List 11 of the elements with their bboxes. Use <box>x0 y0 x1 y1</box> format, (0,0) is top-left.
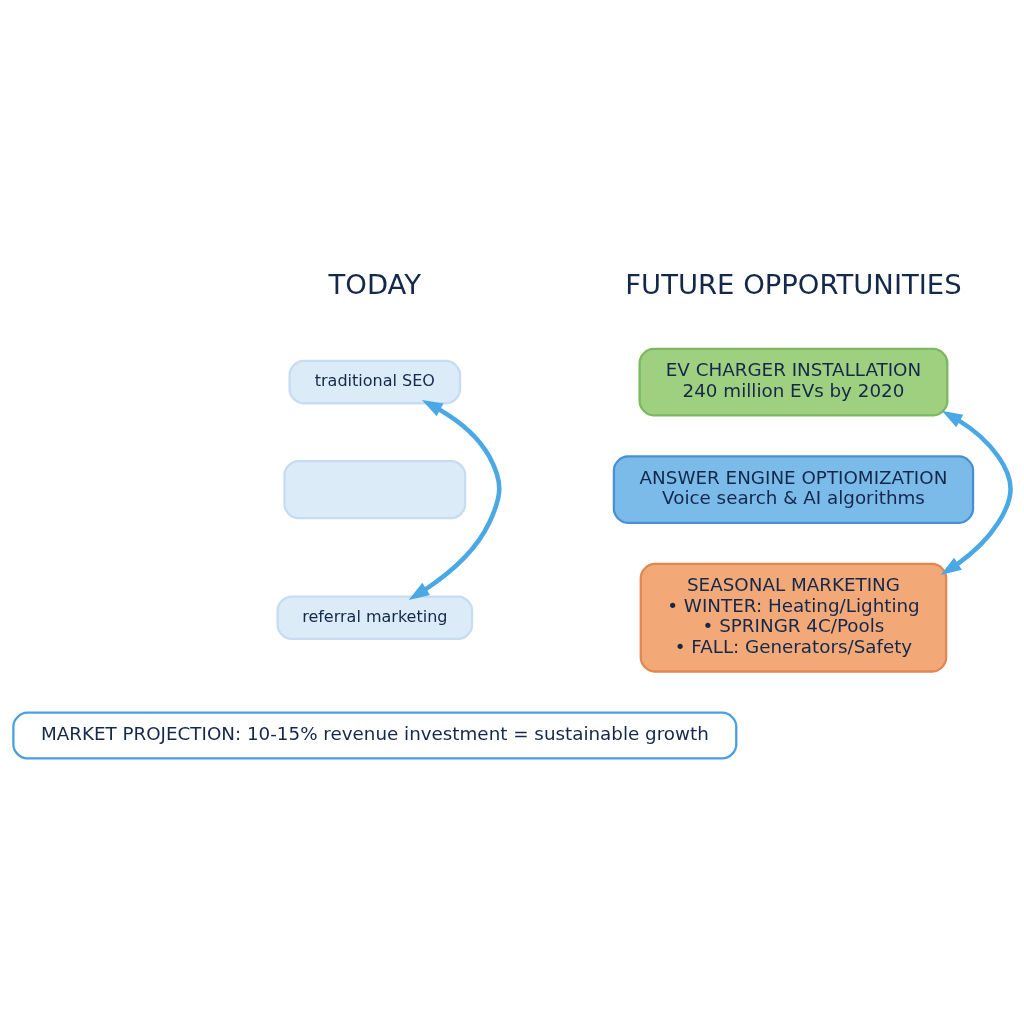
node-box: MARKET PROJECTION: 10-15% revenue investment = sustainable growth <box>12 711 738 760</box>
node-box: SEASONAL MARKETING • WINTER: Heating/Lighting • SPRINGR 4C/Pools • FALL: Generators/Safety <box>639 562 948 673</box>
node-box: ANSWER ENGINE OPTIOMIZATION Voice search & AI algorithms <box>612 454 975 524</box>
node-box: traditional SEO <box>288 359 462 404</box>
arrow <box>940 410 1013 575</box>
arrow <box>408 399 502 600</box>
node-box: referral marketing <box>276 594 474 640</box>
label: FUTURE OPPORTUNITIES <box>625 268 962 300</box>
node-box <box>283 459 467 519</box>
label: TODAY <box>328 268 422 300</box>
node-box: EV CHARGER INSTALLATION 240 million EVs by 2020 <box>638 347 949 416</box>
